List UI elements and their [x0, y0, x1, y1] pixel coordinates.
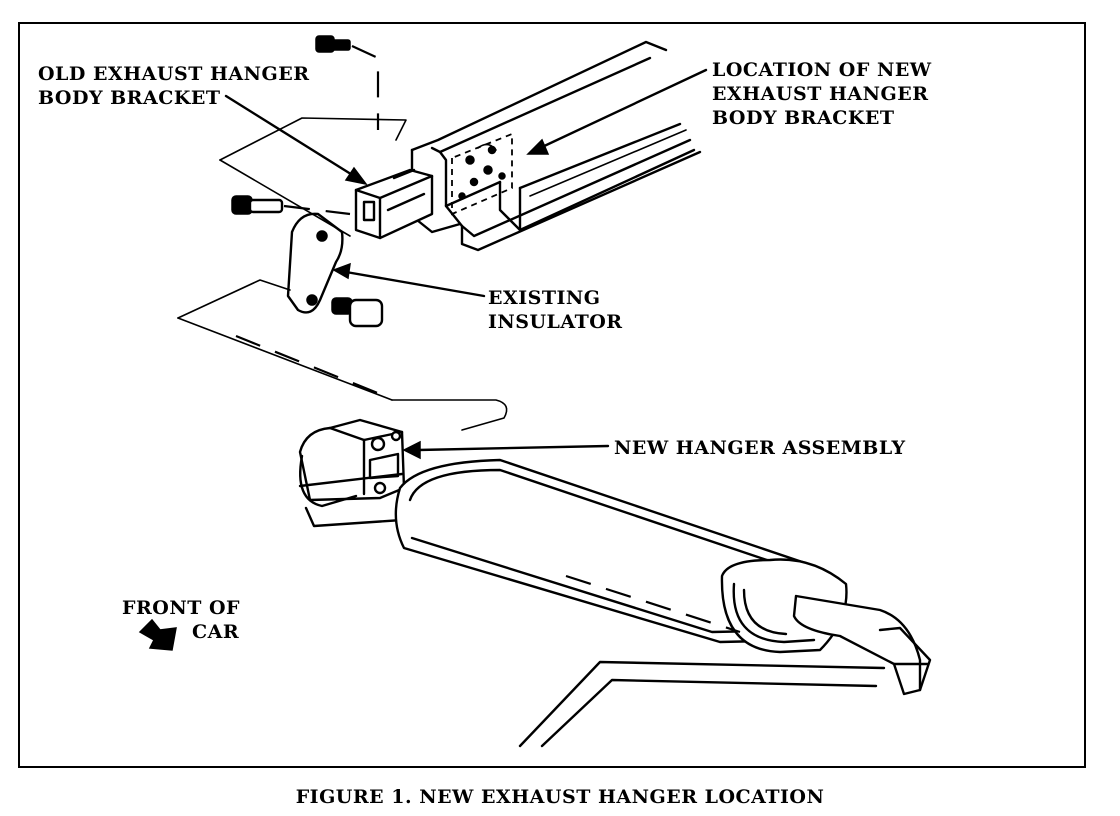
label-new-hanger: NEW HANGER ASSEMBLY	[614, 437, 906, 459]
muffler	[298, 458, 932, 748]
label-insulator: EXISTING INSULATOR	[488, 287, 623, 333]
bolt-left	[231, 195, 351, 216]
bolt-lower	[331, 297, 384, 328]
new-hanger-assembly	[298, 418, 406, 508]
label-old-bracket: OLD EXHAUST HANGER BODY BRACKET	[38, 63, 310, 109]
old-body-bracket	[354, 168, 434, 240]
front-arrow-icon	[138, 618, 177, 651]
phantom-lines	[177, 117, 508, 431]
label-new-location: LOCATION OF NEW EXHAUST HANGER BODY BRAC…	[712, 59, 932, 129]
figure-frame	[18, 22, 1086, 768]
figure-caption: FIGURE 1. NEW EXHAUST HANGER LOCATION	[295, 786, 825, 808]
label-front-of-car: FRONT OF CAR	[122, 597, 240, 643]
existing-insulator	[286, 212, 344, 314]
bolt-top	[315, 35, 380, 130]
frame-rail	[410, 40, 702, 252]
leader-arrows	[224, 68, 708, 460]
